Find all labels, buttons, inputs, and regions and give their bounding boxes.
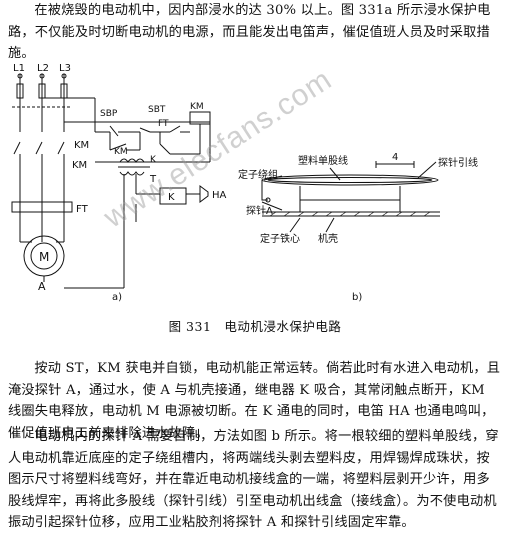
- relay-k-label: K: [168, 192, 175, 203]
- phase-label-l2: L2: [37, 63, 49, 74]
- km-coil-label: KM: [190, 102, 204, 112]
- k-contact-label: K: [150, 155, 157, 165]
- winding-label: 定子绕组: [238, 168, 278, 181]
- probe-label-b: 探针A: [246, 204, 273, 217]
- stator-core-label: 定子铁心: [260, 232, 300, 245]
- figure-caption: 图 331 电动机浸水保护电路: [168, 319, 342, 334]
- probe-paragraph: 电动机内的探针 A 需要自制，方法如图 b 所示。将一根较细的塑料单股线，穿人电…: [8, 429, 499, 530]
- dimension-label: 4: [392, 152, 398, 163]
- sbp-label: SBP: [100, 109, 118, 119]
- phase-label-l1: L1: [13, 63, 25, 74]
- motor-label: M: [39, 250, 49, 264]
- circuit-diagram-a: L1 L2 L3 KM FT M A SBP SBT: [11, 63, 227, 303]
- figure-b-label: b): [352, 292, 362, 303]
- probe-lead-label: 探针引线: [438, 156, 478, 169]
- km-left-label: KM: [74, 140, 89, 151]
- probe-label-a: A: [38, 280, 46, 293]
- ft-contact-label: FT: [158, 119, 169, 129]
- wire-label: 塑料单股线: [298, 154, 348, 167]
- transformer-label: T: [149, 174, 157, 185]
- horn-label: HA: [212, 190, 227, 201]
- phase-label-l3: L3: [59, 63, 71, 74]
- operation-paragraph: 按动 ST，KM 获电并自锁，电动机能正常运转。倘若此时有水进入电动机，且淹没探…: [8, 361, 501, 441]
- km-hold-contact-label: KM: [114, 147, 128, 157]
- figure-a-label: a): [112, 292, 122, 303]
- sbt-label: SBT: [148, 105, 166, 115]
- intro-paragraph: 在被烧毁的电动机中，因内部浸水的达 30% 以上。图 331a 所示浸水保护电路…: [8, 3, 491, 61]
- ft-relay-label: FT: [76, 204, 89, 215]
- km-main-contact-label: KM: [72, 160, 87, 171]
- figure-331: L1 L2 L3 KM FT M A SBP SBT: [11, 63, 478, 303]
- probe-diagram-b: 塑料单股线 4 探针引线 定子绕组 探针A 定子铁心: [238, 152, 478, 303]
- housing-label: 机壳: [318, 232, 338, 245]
